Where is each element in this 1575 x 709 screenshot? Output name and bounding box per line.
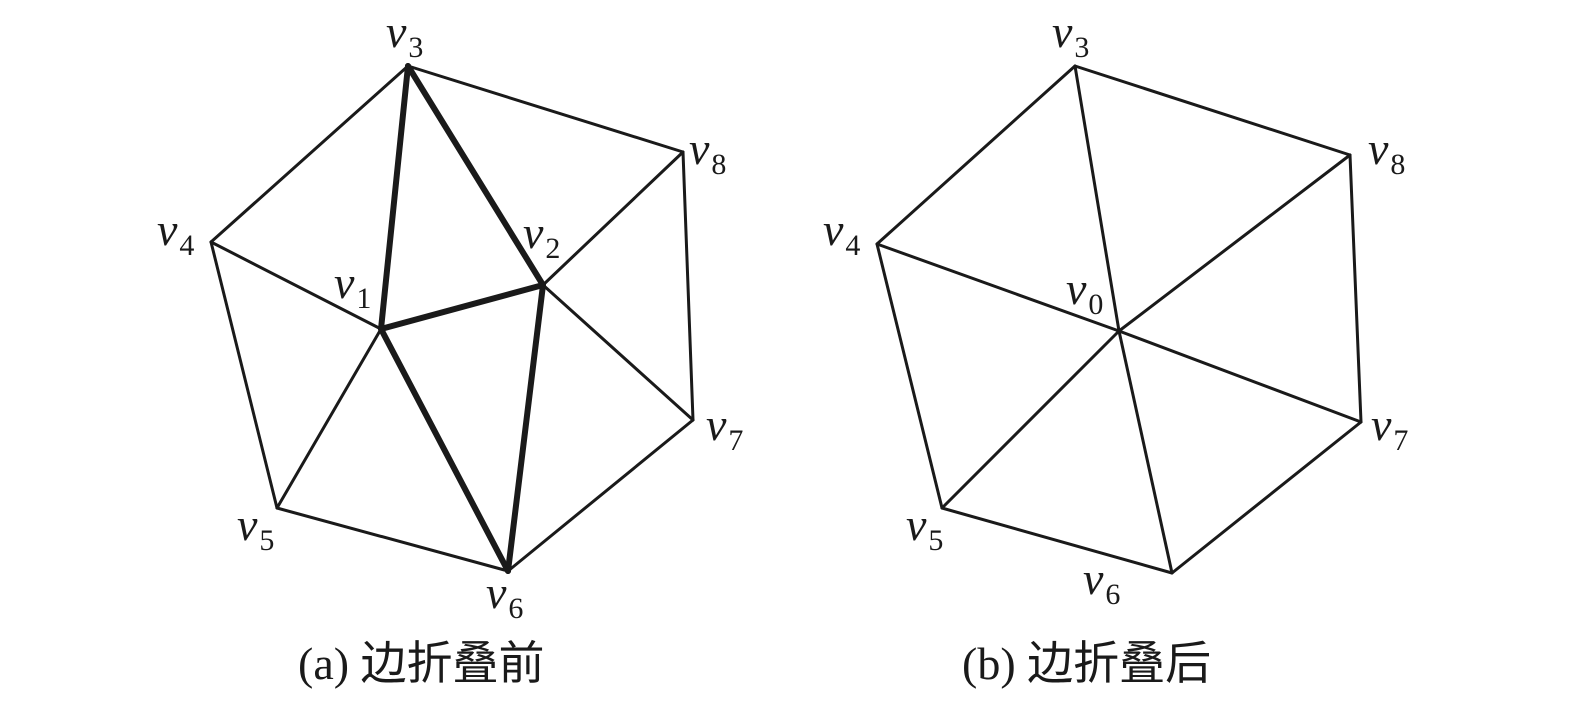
panel-a-vertex-label-v3: v3	[386, 6, 423, 64]
panel-a-edge-v3-v8	[406, 64, 685, 154]
panel-b-edge-v4-v3	[875, 64, 1077, 246]
panel-a-edge-v1-v3	[378, 63, 411, 332]
panel-a-edge-v5-v4	[209, 240, 279, 510]
panel-b-edge-v0-v5	[940, 329, 1121, 510]
panel-a-edge-v7-v6	[506, 418, 695, 573]
panel-a-caption: (a) 边折叠前	[298, 638, 545, 689]
panel-b-edge-v6-v5	[940, 506, 1174, 575]
panel-a-edge-v4-v3	[209, 64, 410, 244]
panel-a-vertex-label-v4: v4	[157, 204, 194, 262]
panel-b-vertex-label-v0: v0	[1066, 263, 1103, 321]
panel-a-vertex-label-v2: v2	[523, 207, 560, 265]
panel-a-edge-v3-v2	[405, 63, 546, 288]
panel-a-mesh: v1 v2 v3 v4 v5 v6 v7 v8	[157, 6, 743, 625]
panel-a-vertex-label-v6: v6	[486, 567, 523, 625]
panel-a-vertex-label-v5: v5	[237, 499, 274, 557]
panel-b-edge-v0-v7	[1117, 329, 1363, 424]
panel-a-edge-v6-v5	[275, 506, 510, 573]
panel-b-edge-v8-v7	[1348, 153, 1363, 424]
panel-b-edge-v5-v4	[875, 242, 944, 510]
panel-b-edge-v0-v8	[1117, 153, 1352, 333]
panel-a-edge-v2-v7	[541, 283, 695, 422]
panel-a-edge-v1-v6	[378, 326, 511, 574]
panel-b-edge-v3-v8	[1073, 64, 1352, 157]
panel-a-edge-v5-v1	[275, 327, 383, 510]
panel-b-caption: (b) 边折叠后	[962, 638, 1212, 689]
panel-b-edge-v0-v3	[1073, 64, 1121, 333]
panel-b-vertex-label-v8: v8	[1368, 123, 1405, 181]
panel-b-edge-v7-v6	[1170, 420, 1363, 575]
panel-a-vertex-label-v1: v1	[334, 257, 371, 315]
panel-a-vertex-label-v7: v7	[706, 399, 743, 457]
panel-a-edge-v2-v8	[541, 150, 685, 287]
panel-a-edge-v4-v1	[209, 240, 383, 331]
panel-b-vertex-label-v6: v6	[1083, 553, 1120, 611]
panel-b-vertex-label-v4: v4	[823, 204, 860, 262]
panel-a-edge-v1-v2	[378, 282, 546, 332]
panel-b-vertex-label-v7: v7	[1371, 399, 1408, 457]
panel-b-vertex-label-v3: v3	[1052, 6, 1089, 64]
panel-b-mesh: v0 v3 v4 v5 v6 v7 v8	[823, 6, 1408, 611]
panel-b-edge-v0-v6	[1117, 329, 1174, 575]
panel-a-edge-v8-v7	[681, 150, 695, 422]
panel-b-vertex-label-v5: v5	[906, 499, 943, 557]
panel-b-edge-v0-v4	[875, 242, 1121, 333]
panel-a-vertex-label-v8: v8	[689, 123, 726, 181]
panel-a-edge-v2-v6	[505, 282, 546, 574]
